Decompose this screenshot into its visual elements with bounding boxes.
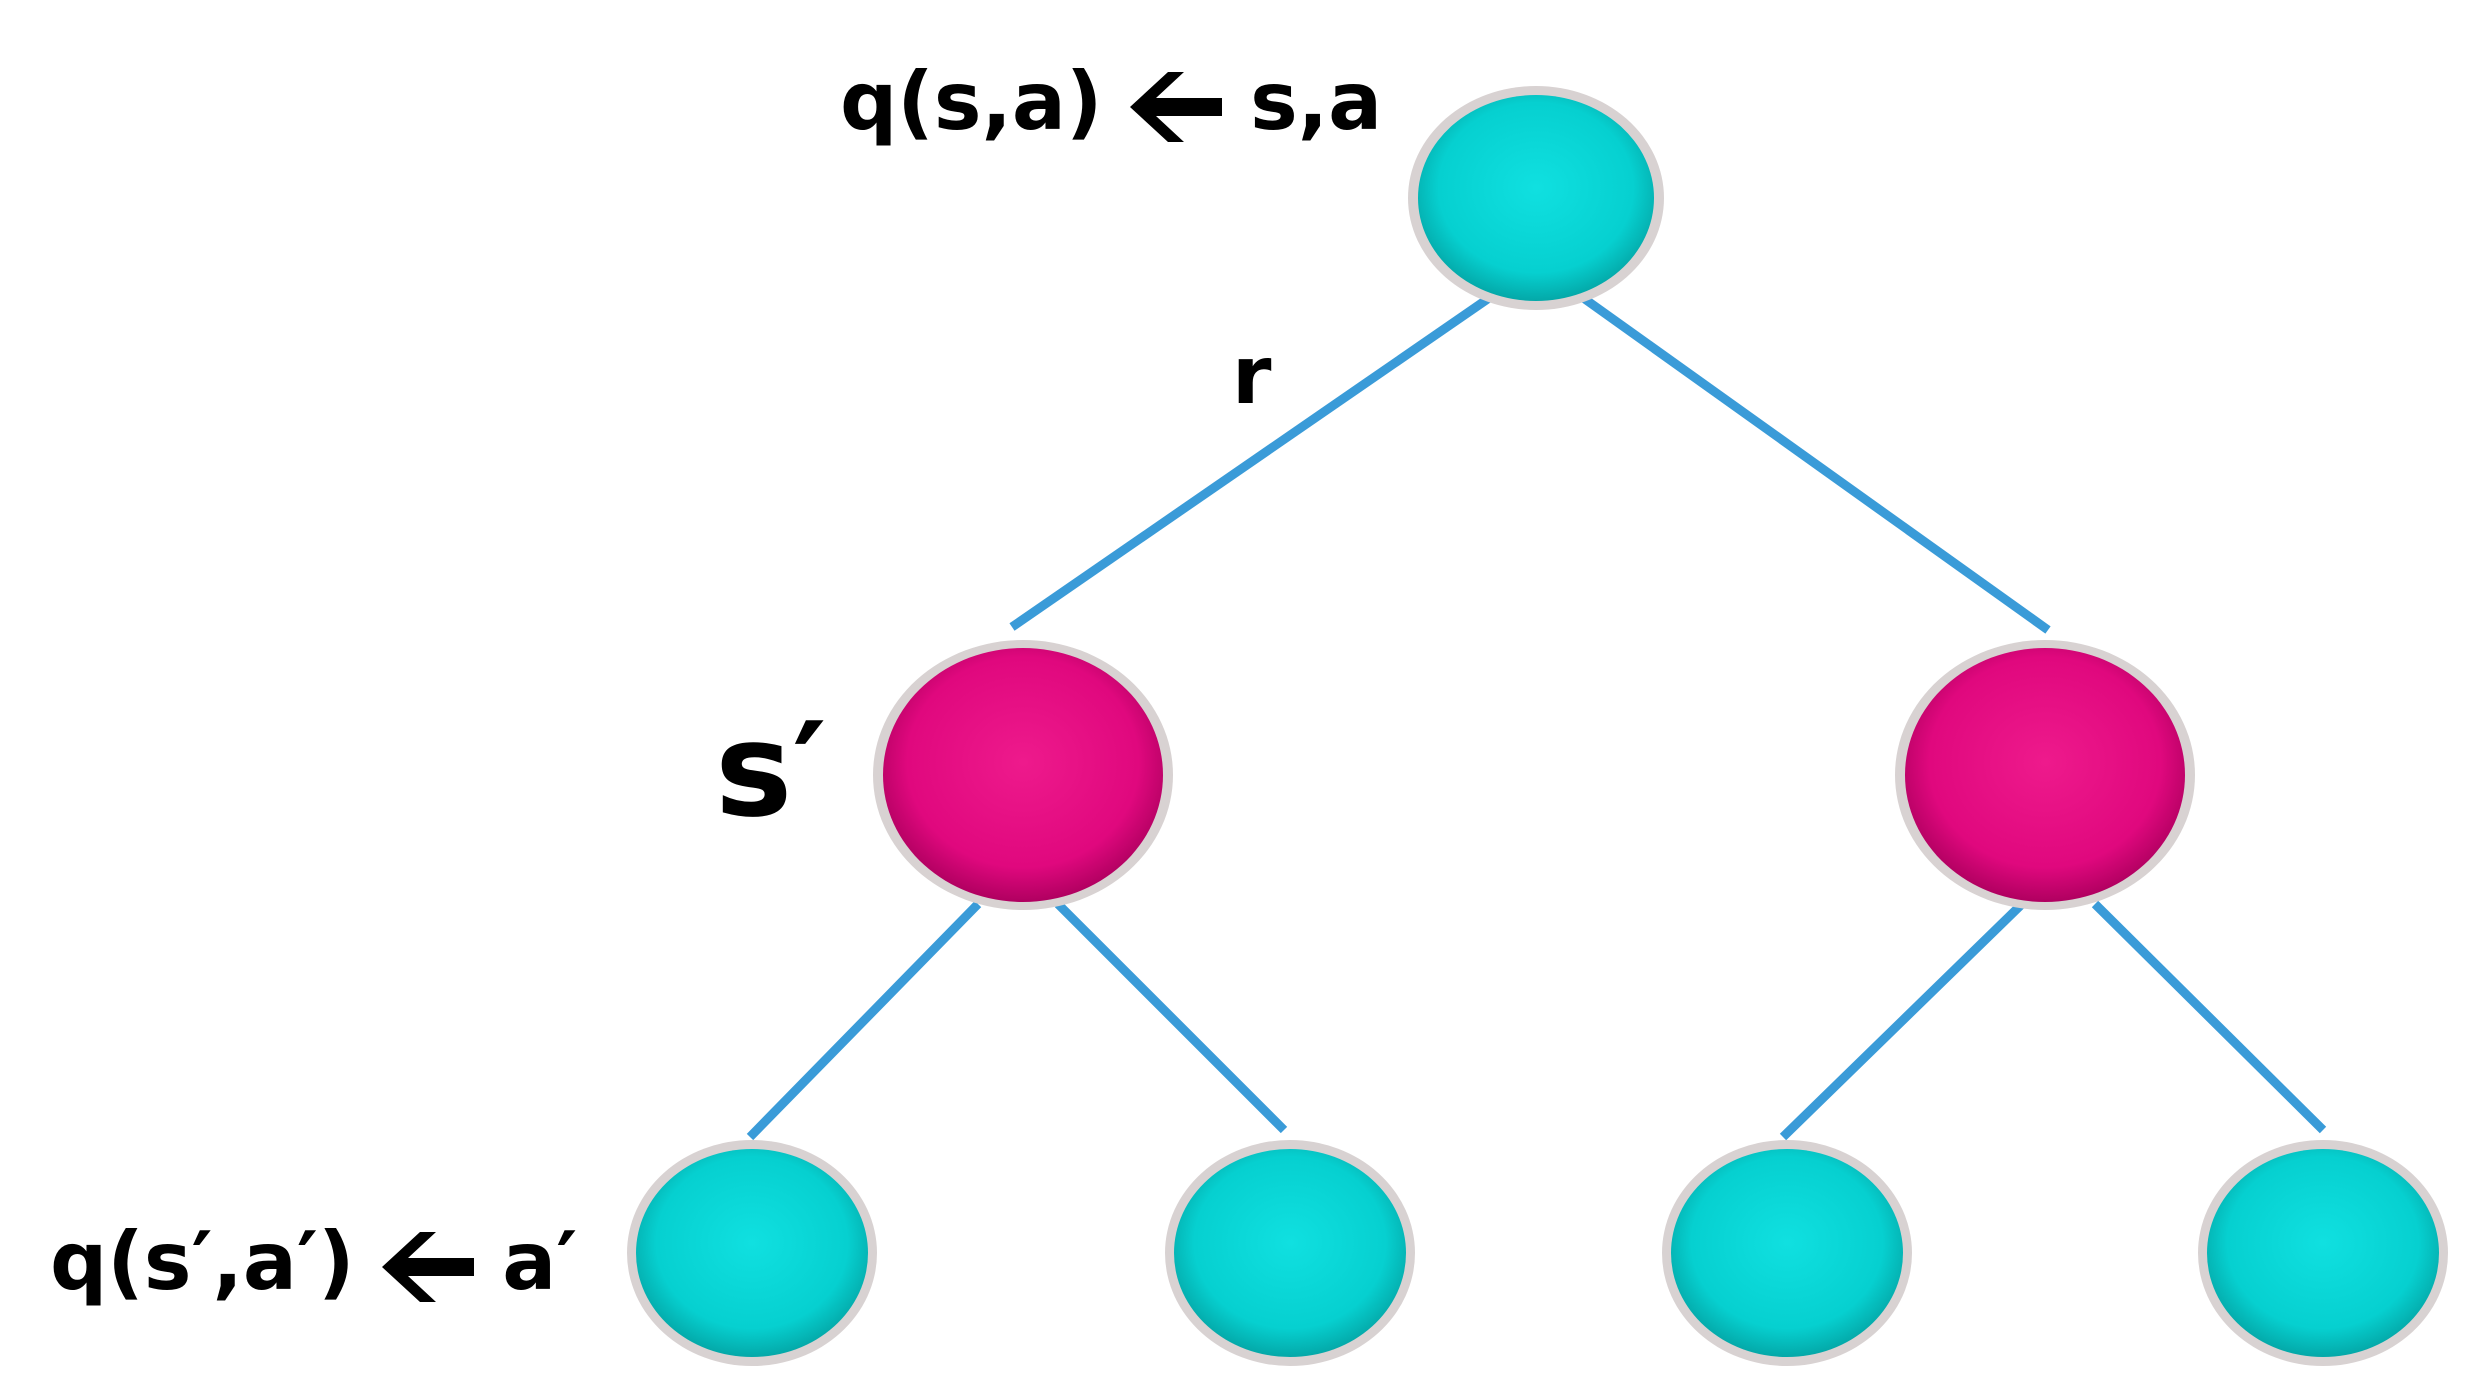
edges <box>746 283 2327 1141</box>
leaf-state-action-node-1 <box>627 1140 877 1366</box>
next-state-label: s′ <box>715 694 827 846</box>
edge-right-state-to-leaf-4 <box>2091 900 2327 1134</box>
left-arrow-icon <box>382 1232 475 1303</box>
leaf-state-action-node-3 <box>1662 1140 1912 1366</box>
edge-right-state-to-leaf-3 <box>1779 900 2026 1141</box>
root-q-label: q(s,a) s,a <box>840 62 1382 143</box>
reward-label: r <box>1232 329 1272 422</box>
edge-left-state-to-leaf-2 <box>1054 900 1288 1134</box>
leaf-state-action-node-2 <box>1165 1140 1415 1366</box>
right-state-node <box>1895 640 2195 910</box>
root-q-value: q(s,a) <box>840 55 1103 148</box>
left-arrow-icon <box>1130 72 1223 143</box>
root-state-action-node <box>1408 86 1664 310</box>
left-state-node <box>873 640 1173 910</box>
edge-left-state-to-leaf-1 <box>746 900 982 1141</box>
leaf-state-action-node-4 <box>2198 1140 2448 1366</box>
leaf-q-label: q(s′,a′) a′ <box>50 1222 577 1303</box>
leaf-q-value: q(s′,a′) <box>50 1215 355 1308</box>
nodes <box>627 86 2448 1366</box>
leaf-action-text: a′ <box>502 1215 578 1308</box>
edge-root-to-right-state <box>1565 283 2051 634</box>
edge-root-to-left-state <box>1009 283 1508 631</box>
root-state-action-text: s,a <box>1250 55 1383 148</box>
